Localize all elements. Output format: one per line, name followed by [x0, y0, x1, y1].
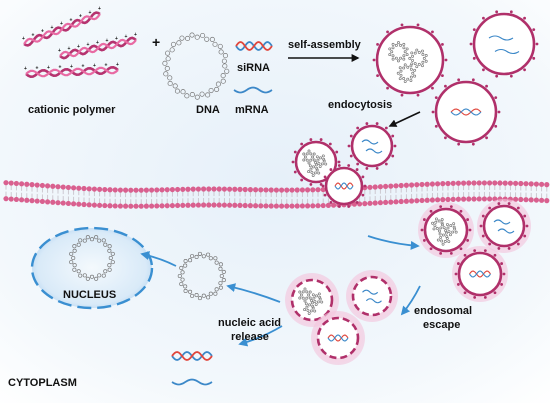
polymer-strand-icon: + + + + + + + + + + + + + + + + + + + + + + + + + + +	[22, 6, 137, 79]
svg-text:+: +	[115, 36, 118, 42]
svg-text:+: +	[70, 17, 73, 23]
svg-text:+: +	[106, 38, 109, 44]
polyplex-icon	[291, 138, 341, 186]
polyplex-group	[285, 10, 539, 365]
rna-strand-icon	[233, 41, 273, 94]
svg-text:+: +	[87, 42, 90, 48]
endosome-icon	[346, 270, 398, 322]
svg-text:+: +	[59, 65, 62, 71]
svg-text:+: +	[96, 40, 99, 46]
label-release: release	[231, 331, 269, 343]
endosome-icon	[285, 273, 339, 327]
svg-text:+: +	[51, 25, 54, 31]
svg-text:+: +	[89, 10, 92, 16]
svg-text:+: +	[79, 14, 82, 20]
cell-membrane-icon	[3, 180, 550, 209]
rna-strand-released-icon	[171, 351, 213, 386]
dna-plasmid-icon	[162, 32, 230, 100]
polyplex-icon	[321, 164, 367, 208]
svg-text:+: +	[24, 66, 27, 72]
svg-text:+: +	[60, 21, 63, 27]
arrow-to-endosome	[367, 235, 420, 250]
dna-plasmid-released-icon	[177, 251, 226, 301]
endosome-icon	[418, 202, 474, 258]
label-nucleus: NUCLEUS	[63, 289, 116, 301]
svg-text:+: +	[32, 32, 35, 38]
svg-text:+: +	[105, 63, 108, 69]
polyplex-icon	[469, 10, 539, 78]
arrow-release-to-dna	[226, 283, 281, 303]
arrow-release-to-rna	[238, 325, 283, 347]
nucleus-icon	[30, 226, 154, 310]
svg-text:+: +	[47, 65, 50, 71]
svg-text:+: +	[116, 62, 119, 68]
endosome-icon	[477, 199, 531, 253]
svg-text:+: +	[70, 64, 73, 70]
label-sirna: siRNA	[237, 62, 270, 74]
svg-text:+: +	[134, 32, 137, 38]
plus-sign: +	[152, 34, 160, 50]
arrow-endocytosis	[388, 111, 421, 127]
label-self-assembly: self-assembly	[288, 39, 362, 51]
label-mrna: mRNA	[235, 104, 269, 116]
label-cytoplasm: CYTOPLASM	[8, 377, 77, 389]
polyplex-icon	[372, 23, 448, 97]
polyplex-icon	[431, 78, 501, 146]
svg-text:+: +	[82, 64, 85, 70]
svg-text:+: +	[93, 63, 96, 69]
label-endosomal: endosomal	[414, 305, 472, 317]
svg-text:+: +	[98, 6, 101, 12]
label-dna: DNA	[196, 104, 220, 116]
polyplex-icon	[347, 122, 397, 170]
svg-text:+: +	[58, 48, 61, 54]
dna-plasmid-in-nucleus-icon	[69, 235, 115, 281]
svg-text:+: +	[22, 36, 25, 42]
svg-text:+: +	[77, 44, 80, 50]
svg-text:+: +	[41, 29, 44, 35]
svg-text:+: +	[36, 66, 39, 72]
endosome-icon	[452, 246, 508, 302]
arrow-endosomal-escape	[400, 285, 421, 316]
svg-text:+: +	[68, 46, 71, 52]
label-nucleic-acid: nucleic acid	[218, 317, 281, 329]
arrow-into-nucleus	[140, 251, 177, 267]
label-cationic-polymer: cationic polymer	[28, 104, 116, 116]
label-escape: escape	[423, 319, 460, 331]
svg-text:+: +	[125, 34, 128, 40]
label-endocytosis: endocytosis	[328, 99, 392, 111]
endosome-icon	[311, 311, 365, 365]
process-arrows	[140, 54, 421, 347]
